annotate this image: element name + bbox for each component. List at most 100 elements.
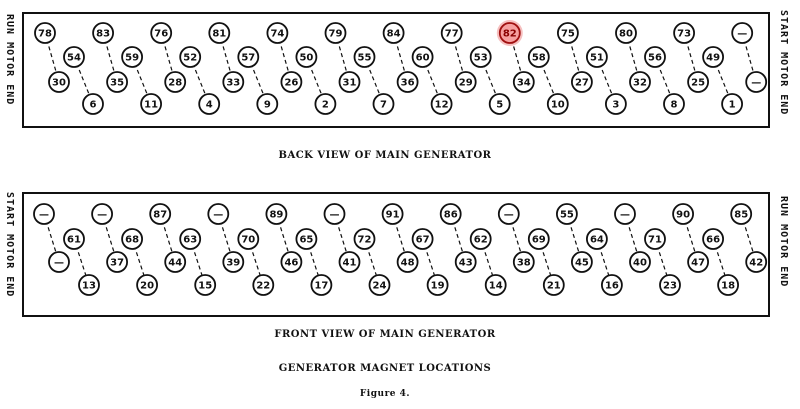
- back-left-label: RUN MOTOR END: [4, 14, 15, 106]
- magnet-circle: [295, 46, 318, 68]
- magnet-number: 73: [677, 29, 691, 40]
- magnet-circle: [222, 71, 245, 93]
- magnet-number: —: [213, 210, 223, 221]
- magnet-number: 18: [721, 281, 735, 292]
- magnet-circle: [63, 228, 85, 250]
- magnet-circle: [512, 251, 535, 273]
- magnet-circle: [430, 93, 453, 115]
- magnet-number: 91: [386, 210, 400, 221]
- magnet-circle: [586, 228, 608, 250]
- magnet-circle: [179, 228, 202, 250]
- magnet-number: 23: [663, 281, 677, 292]
- magnet-circle: [730, 203, 753, 225]
- magnet-number: 14: [489, 281, 503, 292]
- magnet-number: 56: [648, 53, 662, 64]
- magnet-circle: [48, 251, 70, 273]
- magnet-circle: [266, 22, 289, 44]
- magnet-number: 60: [416, 53, 430, 64]
- magnet-number: 27: [575, 78, 589, 89]
- magnet-number: 59: [125, 53, 139, 64]
- magnet-number: —: [54, 258, 64, 269]
- magnet-circle: [382, 22, 405, 44]
- magnet-number: —: [751, 78, 761, 89]
- magnet-number: 45: [575, 258, 589, 269]
- magnet-number: 26: [284, 78, 298, 89]
- magnet-circle: [314, 93, 337, 115]
- magnet-circle: [338, 251, 361, 273]
- magnet-number: 15: [198, 281, 212, 292]
- magnet-number: 11: [144, 100, 158, 111]
- magnet-circle: [687, 71, 709, 93]
- front-right-label: RUN MOTOR END: [778, 196, 789, 288]
- magnet-number: 72: [358, 235, 372, 246]
- magnet-circle: [556, 203, 578, 225]
- magnet-circle: [310, 274, 333, 296]
- magnet-number: 10: [551, 100, 565, 111]
- magnet-number: 42: [749, 258, 763, 269]
- magnet-number: 50: [299, 53, 313, 64]
- magnet-circle: [48, 71, 70, 93]
- magnet-number: 89: [269, 210, 283, 221]
- magnet-circle: [717, 274, 739, 296]
- magnet-circle: [469, 228, 492, 250]
- magnet-circle: [745, 71, 768, 93]
- magnet-circle: [663, 93, 685, 115]
- magnet-circle: [411, 228, 434, 250]
- magnet-number: 4: [206, 100, 213, 111]
- magnet-number: 28: [168, 78, 182, 89]
- magnet-number: 35: [110, 78, 124, 89]
- magnet-number: 2: [322, 100, 329, 111]
- magnet-number: 1: [729, 100, 736, 111]
- magnet-number: 12: [435, 100, 449, 111]
- magnet-number: 40: [633, 258, 647, 269]
- magnet-circle: [440, 22, 463, 44]
- magnet-circle: [280, 251, 303, 273]
- magnet-circle: [140, 93, 163, 115]
- magnet-number: 62: [474, 235, 488, 246]
- magnet-circle: [454, 251, 477, 273]
- magnet-number: 39: [226, 258, 240, 269]
- magnet-number: 32: [633, 78, 647, 89]
- magnet-number: 47: [691, 258, 705, 269]
- magnet-circle: [121, 228, 144, 250]
- magnet-circle: [426, 274, 449, 296]
- magnet-circle: [527, 46, 550, 68]
- magnet-circle: [353, 228, 376, 250]
- magnet-number: —: [97, 210, 107, 221]
- magnet-number: 84: [387, 29, 401, 40]
- magnet-number: 57: [241, 53, 255, 64]
- magnet-number: 65: [299, 235, 313, 246]
- magnet-circle: [381, 203, 404, 225]
- magnet-number: 85: [734, 210, 748, 221]
- magnet-number: —: [504, 210, 514, 221]
- magnet-circle: [542, 274, 565, 296]
- magnet-number: 69: [532, 235, 546, 246]
- magnet-circle: [164, 71, 187, 93]
- magnet-circle: [106, 251, 128, 273]
- magnet-circle: [659, 274, 681, 296]
- magnet-number: 6: [90, 100, 97, 111]
- magnet-number: 52: [183, 53, 197, 64]
- magnet-number: 61: [67, 235, 81, 246]
- magnet-circle: [323, 203, 346, 225]
- magnet-number: 71: [648, 235, 662, 246]
- back-view-panel: [22, 12, 770, 128]
- magnet-number: 25: [691, 78, 705, 89]
- magnet-circle: [324, 22, 347, 44]
- magnet-number: 5: [496, 100, 503, 111]
- magnet-number: 83: [96, 29, 110, 40]
- magnet-number: 31: [343, 78, 357, 89]
- magnet-circle: [368, 274, 391, 296]
- magnet-circle: [615, 22, 637, 44]
- magnet-number: 79: [329, 29, 343, 40]
- magnet-circle: [92, 22, 114, 44]
- magnet-circle: [353, 46, 376, 68]
- magnet-circle: [644, 228, 666, 250]
- magnet-circle: [672, 203, 694, 225]
- magnet-number: 22: [256, 281, 270, 292]
- magnet-circle: [411, 46, 434, 68]
- magnet-circle: [150, 22, 173, 44]
- back-view-caption: BACK VIEW OF MAIN GENERATOR: [278, 150, 492, 161]
- magnet-circle: [601, 274, 623, 296]
- magnet-circle: [512, 71, 535, 93]
